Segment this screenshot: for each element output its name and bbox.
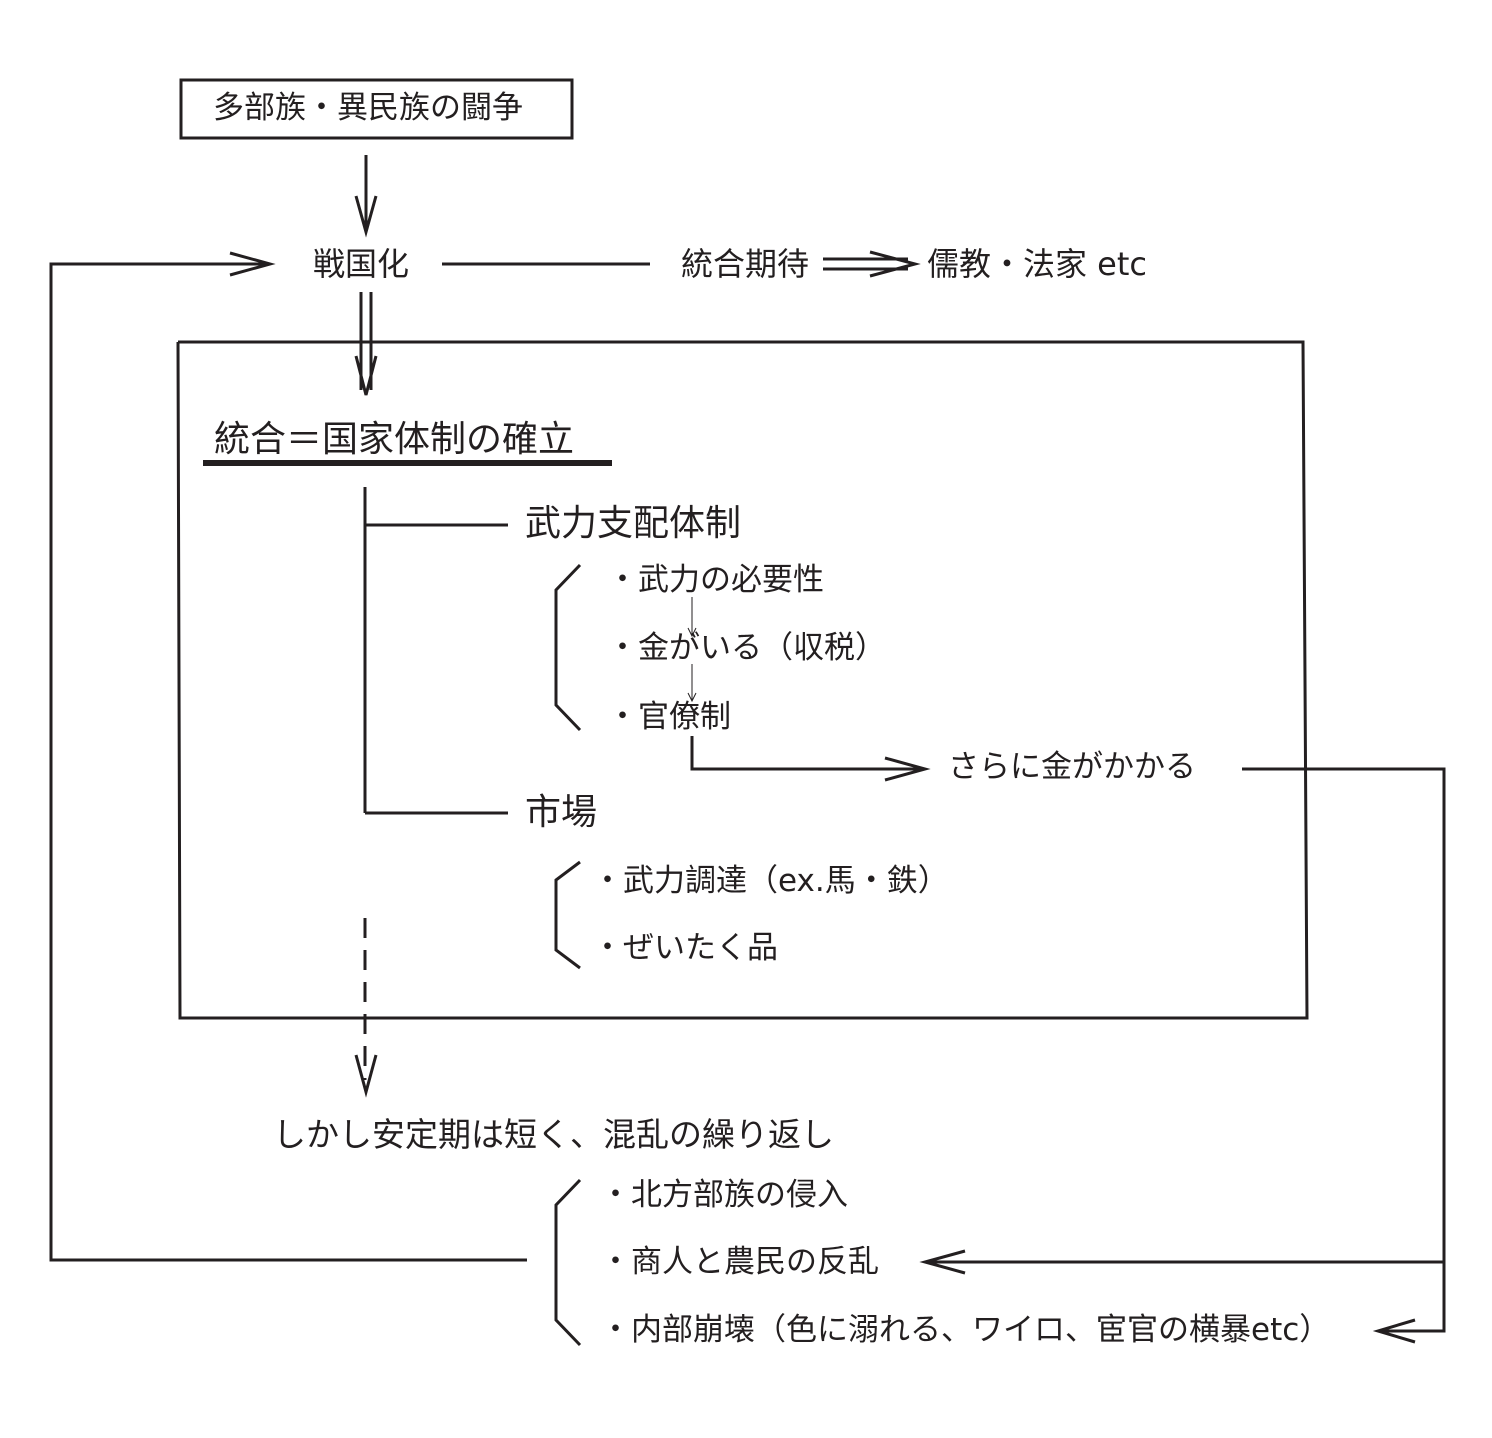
bracket-market — [554, 860, 581, 970]
item-merchant-peasant-revolt: ・商人と農民の反乱 — [600, 1244, 879, 1280]
item-arms-procurement: ・武力調達（ex.馬・鉄） — [592, 863, 949, 899]
arrowhead-left-1 — [1372, 1318, 1416, 1344]
expectation-label: 統合期待 — [681, 245, 810, 283]
item-money-needed: ・金がいる（収税） — [607, 630, 886, 666]
item-northern-invasion: ・北方部族の侵入 — [600, 1177, 848, 1213]
item-military-necessity: ・武力の必要性 — [607, 562, 824, 598]
state-system-title: 統合＝国家体制の確立 — [214, 419, 575, 460]
arrowhead-right-3 — [229, 251, 276, 277]
top-box-frame — [179, 78, 574, 140]
bracket-chaos — [554, 1178, 582, 1347]
arrowhead-left-2 — [919, 1249, 966, 1275]
market-label: 市場 — [525, 792, 598, 833]
item-internal-collapse: ・内部崩壊（色に溺れる、ワイロ、宦官の横暴etc） — [600, 1312, 1331, 1348]
bracket-military — [554, 563, 582, 732]
system-frame — [176, 340, 1309, 1020]
arrow-bureaucracy-to-cost — [690, 736, 925, 771]
arrowhead-down-2 — [354, 355, 378, 396]
line-cost-right — [1242, 767, 1446, 1333]
loop-back-line — [49, 262, 527, 1262]
arrowhead-down-1 — [354, 195, 378, 238]
confucianism-label: 儒教・法家 etc — [927, 245, 1148, 283]
top-box-label: 多部族・異民族の闘争 — [213, 90, 523, 126]
item-luxury-goods: ・ぜいたく品 — [592, 930, 778, 966]
more-cost-label: さらに金がかかる — [948, 749, 1196, 785]
item-bureaucracy: ・官僚制 — [607, 699, 731, 735]
instability-label: しかし安定期は短く、混乱の繰り返し — [273, 1115, 834, 1154]
arrowhead-right-1 — [869, 250, 921, 278]
military-rule-label: 武力支配体制 — [525, 503, 742, 544]
arrowhead-right-2 — [884, 756, 931, 782]
arrowhead-down-3 — [354, 1054, 378, 1098]
sengoku-label: 戦国化 — [313, 245, 410, 283]
